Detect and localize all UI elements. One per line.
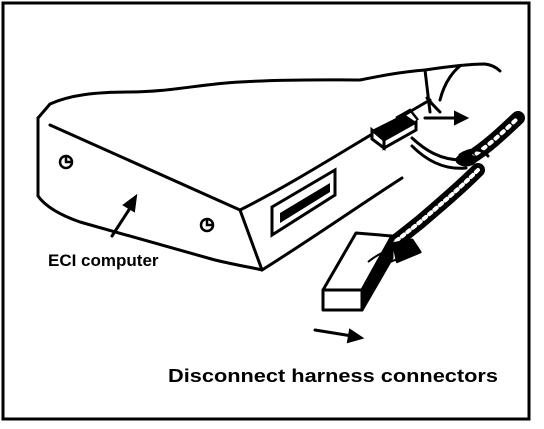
wiring-harness (385, 64, 525, 251)
computer-front-face (36, 116, 264, 272)
computer-front-inner-edge (48, 123, 242, 212)
disconnect-instruction-label: Disconnect harness connectors (168, 366, 498, 386)
computer-top-outline (36, 62, 502, 120)
computer-side-window (270, 167, 337, 238)
unit-connector-socket (370, 108, 419, 151)
computer-corner-edge (238, 208, 264, 272)
computer-pointer-arrow (110, 193, 138, 238)
mounting-screw-left (58, 154, 74, 170)
disconnect-arrow-lower (313, 328, 365, 344)
eci-computer-label: ECI computer (48, 251, 159, 270)
mounting-screw-right (199, 217, 215, 233)
disconnect-arrow-upper (423, 110, 470, 126)
computer-top-right-edge (423, 68, 432, 114)
computer-right-bottom-edge (260, 176, 404, 272)
harness-connector-plug (321, 231, 422, 312)
